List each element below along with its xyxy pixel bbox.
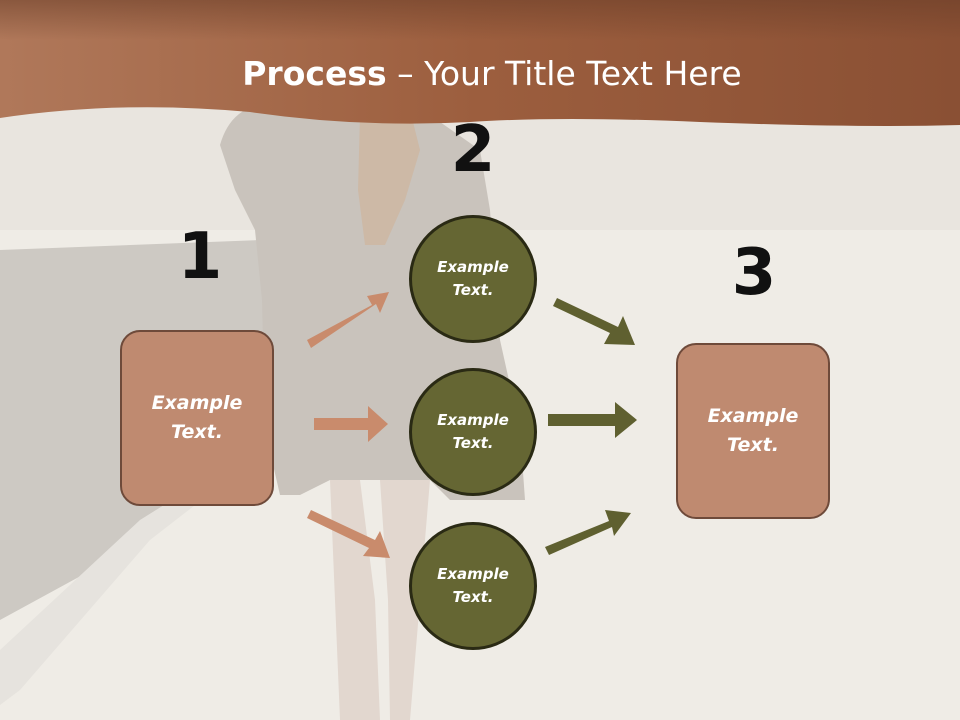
step-number-2: 2 <box>450 113 496 187</box>
step-number-1: 1 <box>177 220 223 294</box>
circle-middle: Example Text. <box>409 368 537 496</box>
step-number-3: 3 <box>731 236 777 310</box>
circle-top: Example Text. <box>409 215 537 343</box>
circle-bottom: Example Text. <box>409 522 537 650</box>
left-text-box: Example Text. <box>120 330 274 506</box>
right-text-box: Example Text. <box>676 343 830 519</box>
title-bold: Process <box>242 54 387 93</box>
title-rest: – Your Title Text Here <box>386 54 742 93</box>
slide-title: Process – Your Title Text Here <box>0 52 960 96</box>
